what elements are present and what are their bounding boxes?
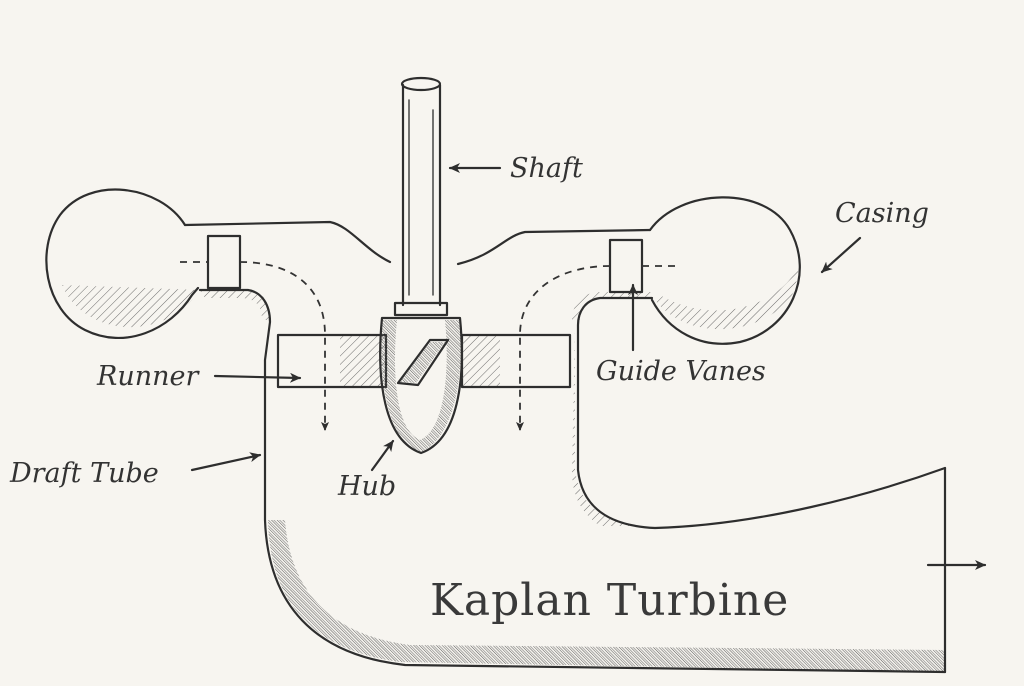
label-runner: Runner: [96, 361, 200, 392]
label-casing: Casing: [835, 198, 929, 229]
diagram-title: Kaplan Turbine: [430, 575, 789, 626]
label-hub-group: Hub: [337, 439, 396, 502]
label-guide-vanes: Guide Vanes: [596, 356, 766, 387]
shaft: [393, 76, 449, 317]
guide-vane-right: [608, 238, 680, 294]
runner: [276, 333, 572, 389]
hub: [379, 316, 463, 455]
draft-tube: [198, 288, 987, 674]
guide-vane-left: [180, 234, 242, 290]
label-draft-tube-group: Draft Tube: [9, 452, 262, 489]
label-shaft: Shaft: [510, 153, 583, 184]
label-casing-group: Casing: [820, 198, 929, 274]
label-runner-group: Runner: [96, 361, 302, 392]
flow-path-left: [239, 261, 329, 431]
label-hub: Hub: [337, 471, 396, 502]
casing-left: [45, 188, 392, 339]
label-guide-vanes-group: Guide Vanes: [596, 283, 766, 387]
label-shaft-group: Shaft: [448, 153, 583, 184]
casing-right: [456, 196, 801, 345]
flow-path-right: [516, 265, 611, 431]
label-draft-tube: Draft Tube: [9, 458, 159, 489]
